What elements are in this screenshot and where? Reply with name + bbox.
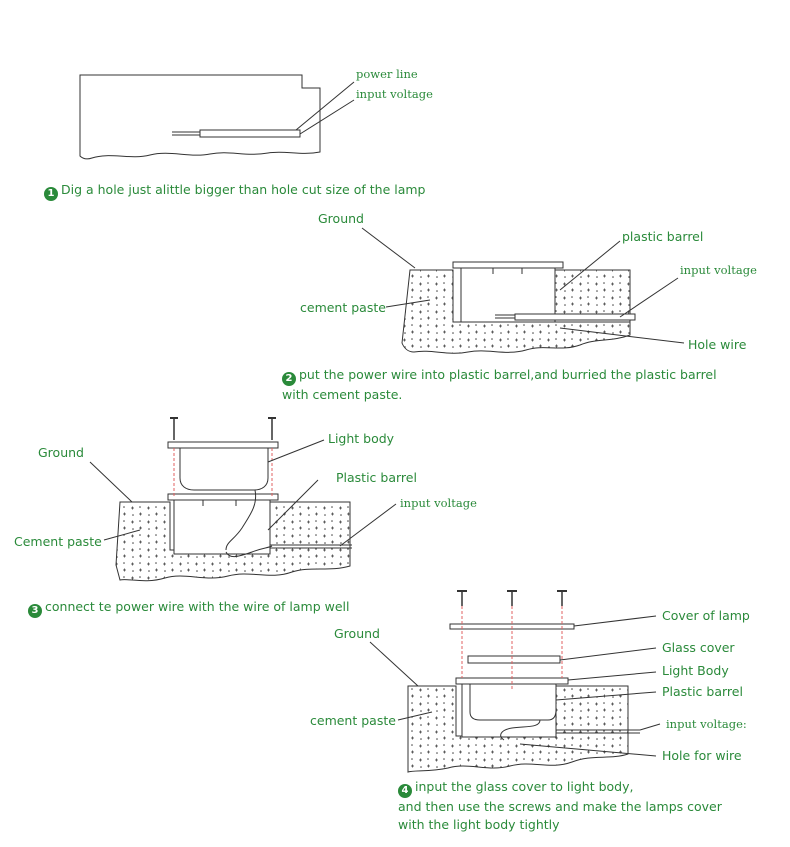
d2-plastic-barrel [460, 266, 556, 323]
d1-power-cable [172, 129, 301, 138]
d3-plastic-barrel [173, 499, 271, 555]
label-d4-ground: Ground [334, 626, 380, 641]
label-d3-input-voltage: input voltage [400, 496, 477, 510]
step-number-badge: 3 [28, 604, 42, 618]
step-text: input the glass cover to light body, [415, 779, 634, 794]
d1-leader-power-line [295, 81, 355, 131]
label-d4-cement-paste: cement paste [310, 713, 396, 728]
label-d3-cement-paste: Cement paste [14, 534, 102, 549]
d4-light-body [469, 683, 557, 721]
label-d3-plastic-barrel: Plastic barrel [336, 470, 417, 485]
d1-leader-input-voltage [299, 99, 355, 135]
d4-cement-block [407, 685, 629, 773]
step-text: with the light body tightly [398, 817, 560, 832]
label-d4-glass-cover: Glass cover [662, 640, 735, 655]
d4-screws [457, 590, 567, 606]
d4-glass-cover [467, 655, 561, 664]
diagram-3-connect [89, 417, 397, 582]
step-text: put the power wire into plastic barrel,a… [299, 367, 717, 382]
label-d2-cement-paste: cement paste [300, 300, 386, 315]
d3-screws [170, 417, 276, 440]
d2-cement-block [401, 269, 631, 354]
label-d3-ground: Ground [38, 445, 84, 460]
diagram-4-assemble [369, 590, 661, 773]
d3-cement-block [115, 501, 351, 582]
d2-cable [495, 313, 636, 321]
d3-light-body [167, 441, 279, 491]
label-d4-plastic-barrel: Plastic barrel [662, 684, 743, 699]
step-number-badge: 4 [398, 784, 412, 798]
label-d3-light-body: Light body [328, 431, 395, 446]
label-d4-cover-of-lamp: Cover of lamp [662, 608, 750, 623]
step-number-badge: 2 [282, 372, 296, 386]
diagram-1-hole [79, 74, 355, 160]
step-number-badge: 1 [44, 187, 58, 201]
label-d4-input-voltage: input voltage: [666, 717, 747, 731]
label-d2-plastic-barrel: plastic barrel [622, 229, 704, 244]
d2-barrel-flange [452, 261, 564, 269]
label-d4-light-body: Light Body [662, 663, 729, 678]
label-d2-ground: Ground [318, 211, 364, 226]
label-d4-hole-for-wire: Hole for wire [662, 748, 742, 763]
label-d2-input-voltage: input voltage [680, 263, 757, 277]
step-text: connect te power wire with the wire of l… [45, 599, 350, 614]
label-d1-power-line: power line [356, 67, 418, 81]
step-text: and then use the screws and make the lam… [398, 799, 722, 814]
label-d2-hole-wire: Hole wire [688, 337, 747, 352]
step-text: Dig a hole just alittle bigger than hole… [61, 182, 426, 197]
step-text: with cement paste. [282, 387, 403, 402]
diagram-2-barrel [361, 227, 685, 354]
label-d1-input-voltage: input voltage [356, 87, 433, 101]
d3-barrel-flange [167, 493, 279, 501]
